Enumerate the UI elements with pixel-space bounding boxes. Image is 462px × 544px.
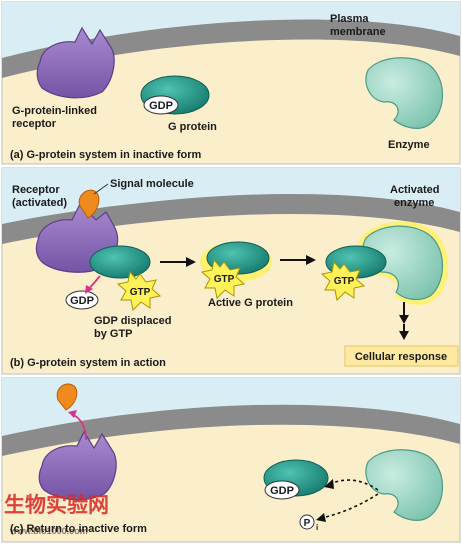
receptor-activated-label-line1: Receptor [12,184,60,196]
response-arrow-1-head [399,315,409,324]
gdp-release-arrowhead [85,285,93,294]
phosphate-release-arrowhead [316,513,326,522]
gtp-incoming-label: GTP [130,287,151,298]
panel-c-extracellular [2,378,460,436]
plasma-membrane-label-line1: Plasma [330,13,369,25]
panel-a-extracellular [2,2,460,58]
gdp-displaced-label-line2: by GTP [94,328,133,340]
panel-a-plasma-membrane [2,19,460,78]
phosphate-release-arrow [321,493,379,519]
receptor-activated-label-line2: (activated) [12,197,67,209]
g-protein-label: G protein [168,121,217,133]
signal-molecule-leader [93,183,109,195]
released-signal-molecule-shape [56,383,78,411]
displaced-gdp-label: GDP [70,295,94,307]
arrow-1-head [186,257,196,267]
panel-b-extracellular [2,168,460,224]
gtp-hydrolysis-arrowhead [324,479,334,489]
enzyme-label: Enzyme [388,139,430,151]
gdp-displaced-label-line1: GDP displaced [94,315,171,327]
activated-enzyme-label-line2: enzyme [394,197,434,209]
reformed-gdp-oval [264,480,300,500]
gtp-burst-incoming [116,270,162,312]
plasma-membrane-label-line2: membrane [330,26,386,38]
gdp-oval [143,95,179,115]
watermark-chinese: 生物实验网 [4,492,109,517]
inorganic-phosphate-subscript: i [316,523,318,532]
gtp-burst-enzyme [320,260,366,302]
gtp-enzyme-label: GTP [334,276,355,287]
panel-a: GDP Plasma membrane G-protein-linked rec… [1,1,461,165]
inorganic-phosphate-circle [299,514,315,530]
panel-b-plasma-membrane [2,193,460,244]
inactive-receptor-shape [38,430,117,501]
receptor-label-line2: receptor [12,118,57,130]
inorganic-phosphate-symbol: P [304,518,311,529]
panel-b: GDP GTP GDP displaced by GTP GTP Active … [1,167,461,375]
panel-c-plasma-membrane [2,404,460,456]
cellular-response-label: Cellular response [355,351,447,363]
inactive-enzyme-shape [365,449,443,521]
g-protein-linked-receptor-shape [36,26,115,99]
panel-c: GDP P i (c) Return to inactive form [1,377,461,543]
arrow-2-head [306,255,316,265]
panel-b-caption: (b) G-protein system in action [10,357,166,369]
signal-molecule-label: Signal molecule [110,178,194,190]
watermark-url: www.bio1000.com [9,526,88,536]
receptor-label-line1: G-protein-linked [12,105,97,117]
activated-enzyme-label-line1: Activated [390,184,440,196]
active-g-protein-label: Active G protein [208,297,293,309]
enzyme-shape [365,57,443,129]
cellular-response-box [344,345,459,367]
panel-a-caption: (a) G-protein system in inactive form [10,149,202,161]
gdp-label: GDP [149,100,173,112]
gtp-burst-bound [200,258,246,300]
gtp-bound-label: GTP [214,274,235,285]
g-protein-dissociating-shape [89,245,151,279]
reformed-gdp-label: GDP [270,485,294,497]
panel-c-caption: (c) Return to inactive form [10,523,147,535]
response-arrow-2-head [399,331,409,340]
displaced-gdp-oval [65,290,99,310]
signal-release-arrowhead [68,410,77,418]
